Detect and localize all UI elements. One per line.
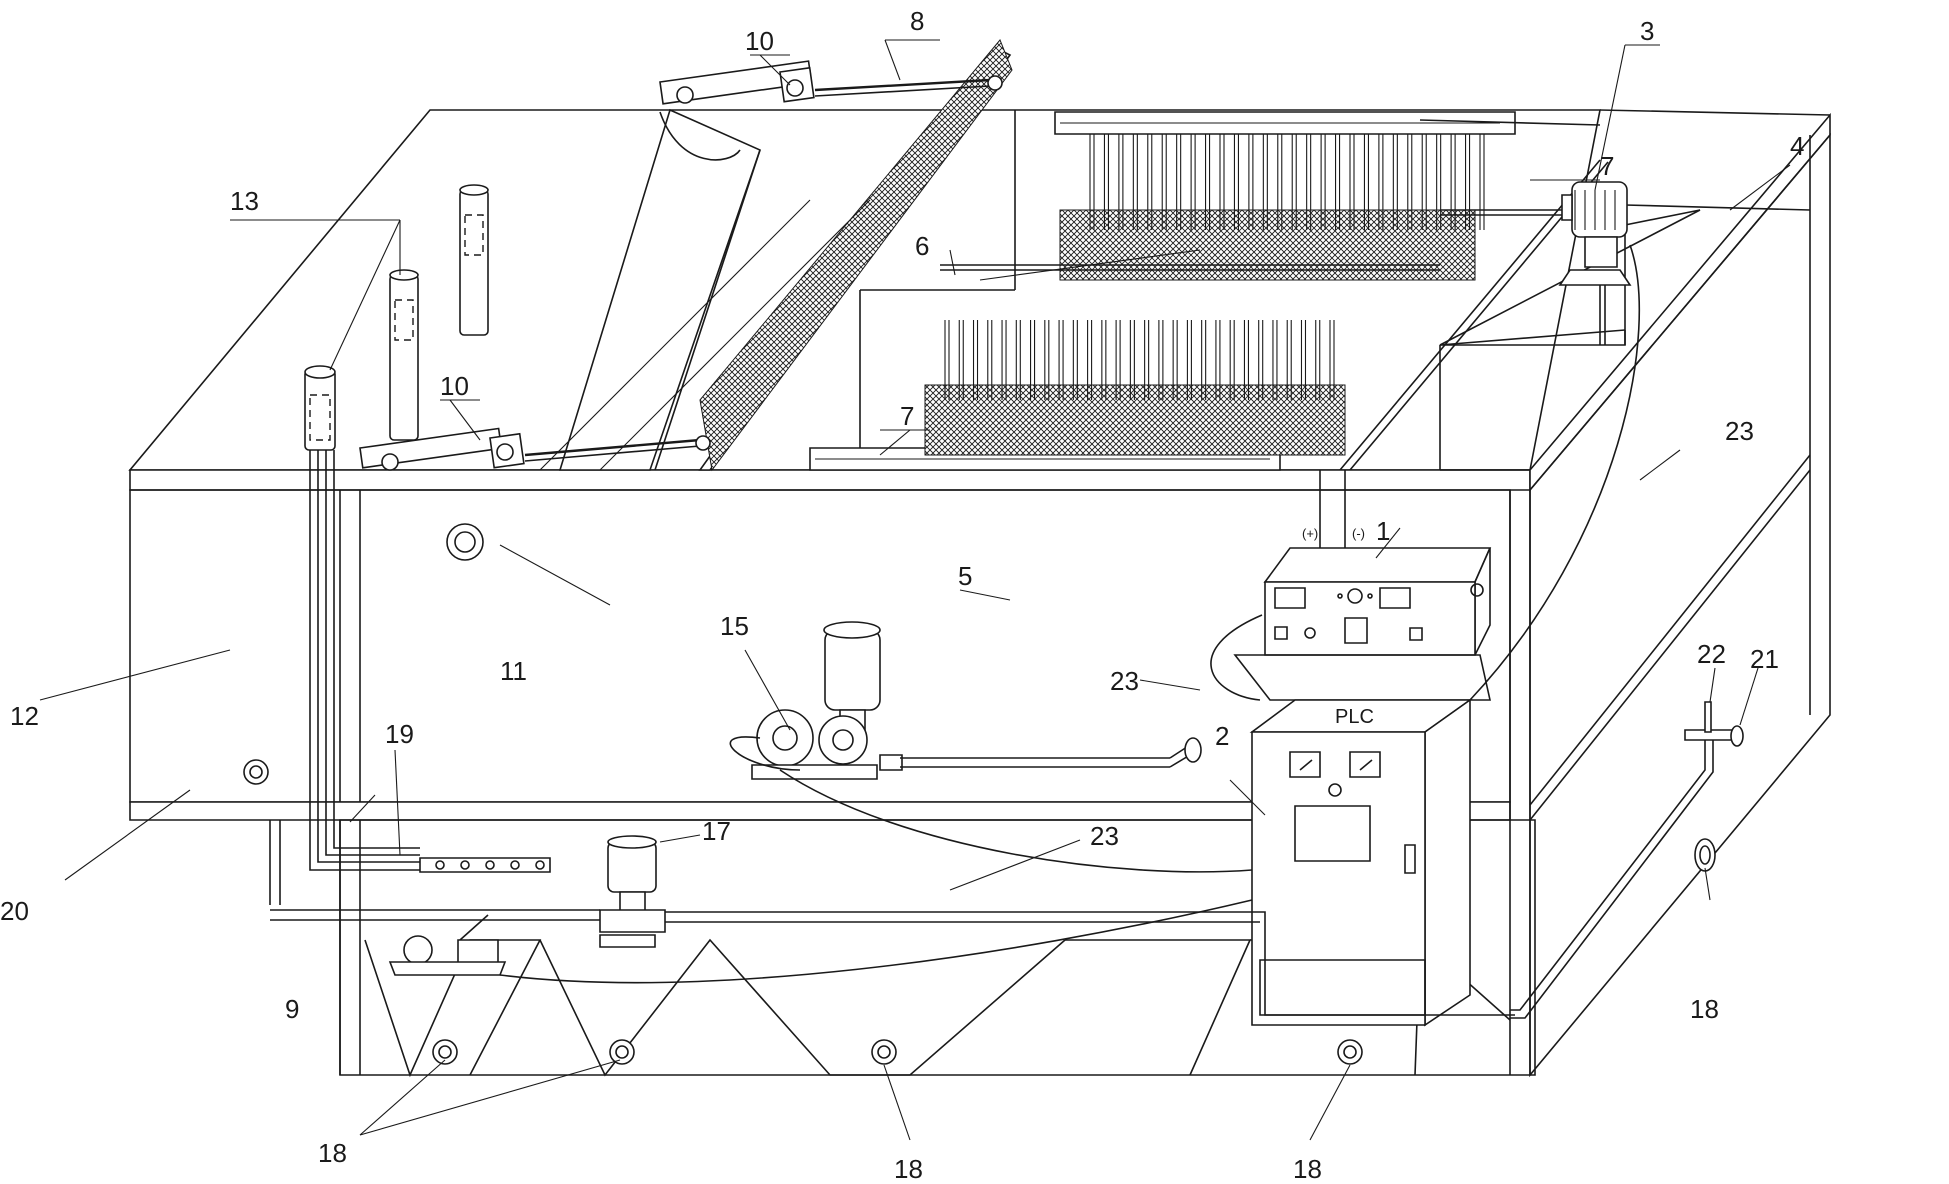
- callout-23-bottom: 23: [1090, 821, 1119, 851]
- callout-12: 12: [10, 701, 39, 731]
- plc-cabinet: PLC: [1252, 700, 1470, 1025]
- callout-22: 22: [1697, 639, 1726, 669]
- plc-label: PLC: [1335, 706, 1374, 728]
- callout-19: 19: [385, 719, 414, 749]
- callout-7-lower: 7: [900, 401, 914, 431]
- callout-7-upper: 7: [1600, 151, 1614, 181]
- callout-17: 17: [702, 816, 731, 846]
- callout-10-bottom: 10: [440, 371, 469, 401]
- agitator-motor: [1560, 182, 1630, 345]
- callout-13: 13: [230, 186, 259, 216]
- electrode-rack-lower: [810, 265, 1440, 470]
- leader-lines: [40, 40, 1790, 1140]
- callout-21: 21: [1750, 644, 1779, 674]
- callout-8: 8: [910, 6, 924, 36]
- dc-power-supply: (+) (-): [1235, 470, 1490, 700]
- callout-20: 20: [0, 896, 29, 926]
- callout-numbers: 1 2 3 4 5 6 7 7 8 9 10 10 11 12 13 15 17…: [0, 6, 1804, 1184]
- callout-11: 11: [500, 656, 527, 686]
- callout-18-side: 18: [1690, 994, 1719, 1024]
- callout-18-right: 18: [1293, 1154, 1322, 1184]
- cables: [500, 245, 1639, 983]
- minus-terminal-label: (-): [1352, 526, 1365, 541]
- callout-18-center: 18: [894, 1154, 923, 1184]
- callout-10-top: 10: [745, 26, 774, 56]
- callout-18-left: 18: [318, 1138, 347, 1168]
- electrode-rack-upper: [1055, 112, 1620, 280]
- callout-1: 1: [1376, 516, 1390, 546]
- pump: [270, 820, 1515, 1015]
- blower: [730, 622, 1201, 779]
- callout-2: 2: [1215, 721, 1229, 751]
- callout-9: 9: [285, 994, 299, 1024]
- hydraulic-cylinder-top: [660, 61, 1002, 104]
- tank-body: [130, 110, 1830, 1075]
- gas-pipes: [305, 185, 550, 872]
- callout-3: 3: [1640, 16, 1654, 46]
- sludge-pump: [390, 915, 505, 975]
- callout-23-middle: 23: [1110, 666, 1139, 696]
- ports: [244, 524, 1715, 1064]
- tilted-plates: [540, 40, 1015, 470]
- callout-4: 4: [1790, 131, 1804, 161]
- callout-5: 5: [958, 561, 972, 591]
- hydraulic-cylinder-bottom: [360, 429, 710, 470]
- callout-15: 15: [720, 611, 749, 641]
- outlet-valve: [1510, 702, 1743, 1018]
- plus-terminal-label: (+): [1302, 526, 1318, 541]
- callout-23-right: 23: [1725, 416, 1754, 446]
- callout-6: 6: [915, 231, 929, 261]
